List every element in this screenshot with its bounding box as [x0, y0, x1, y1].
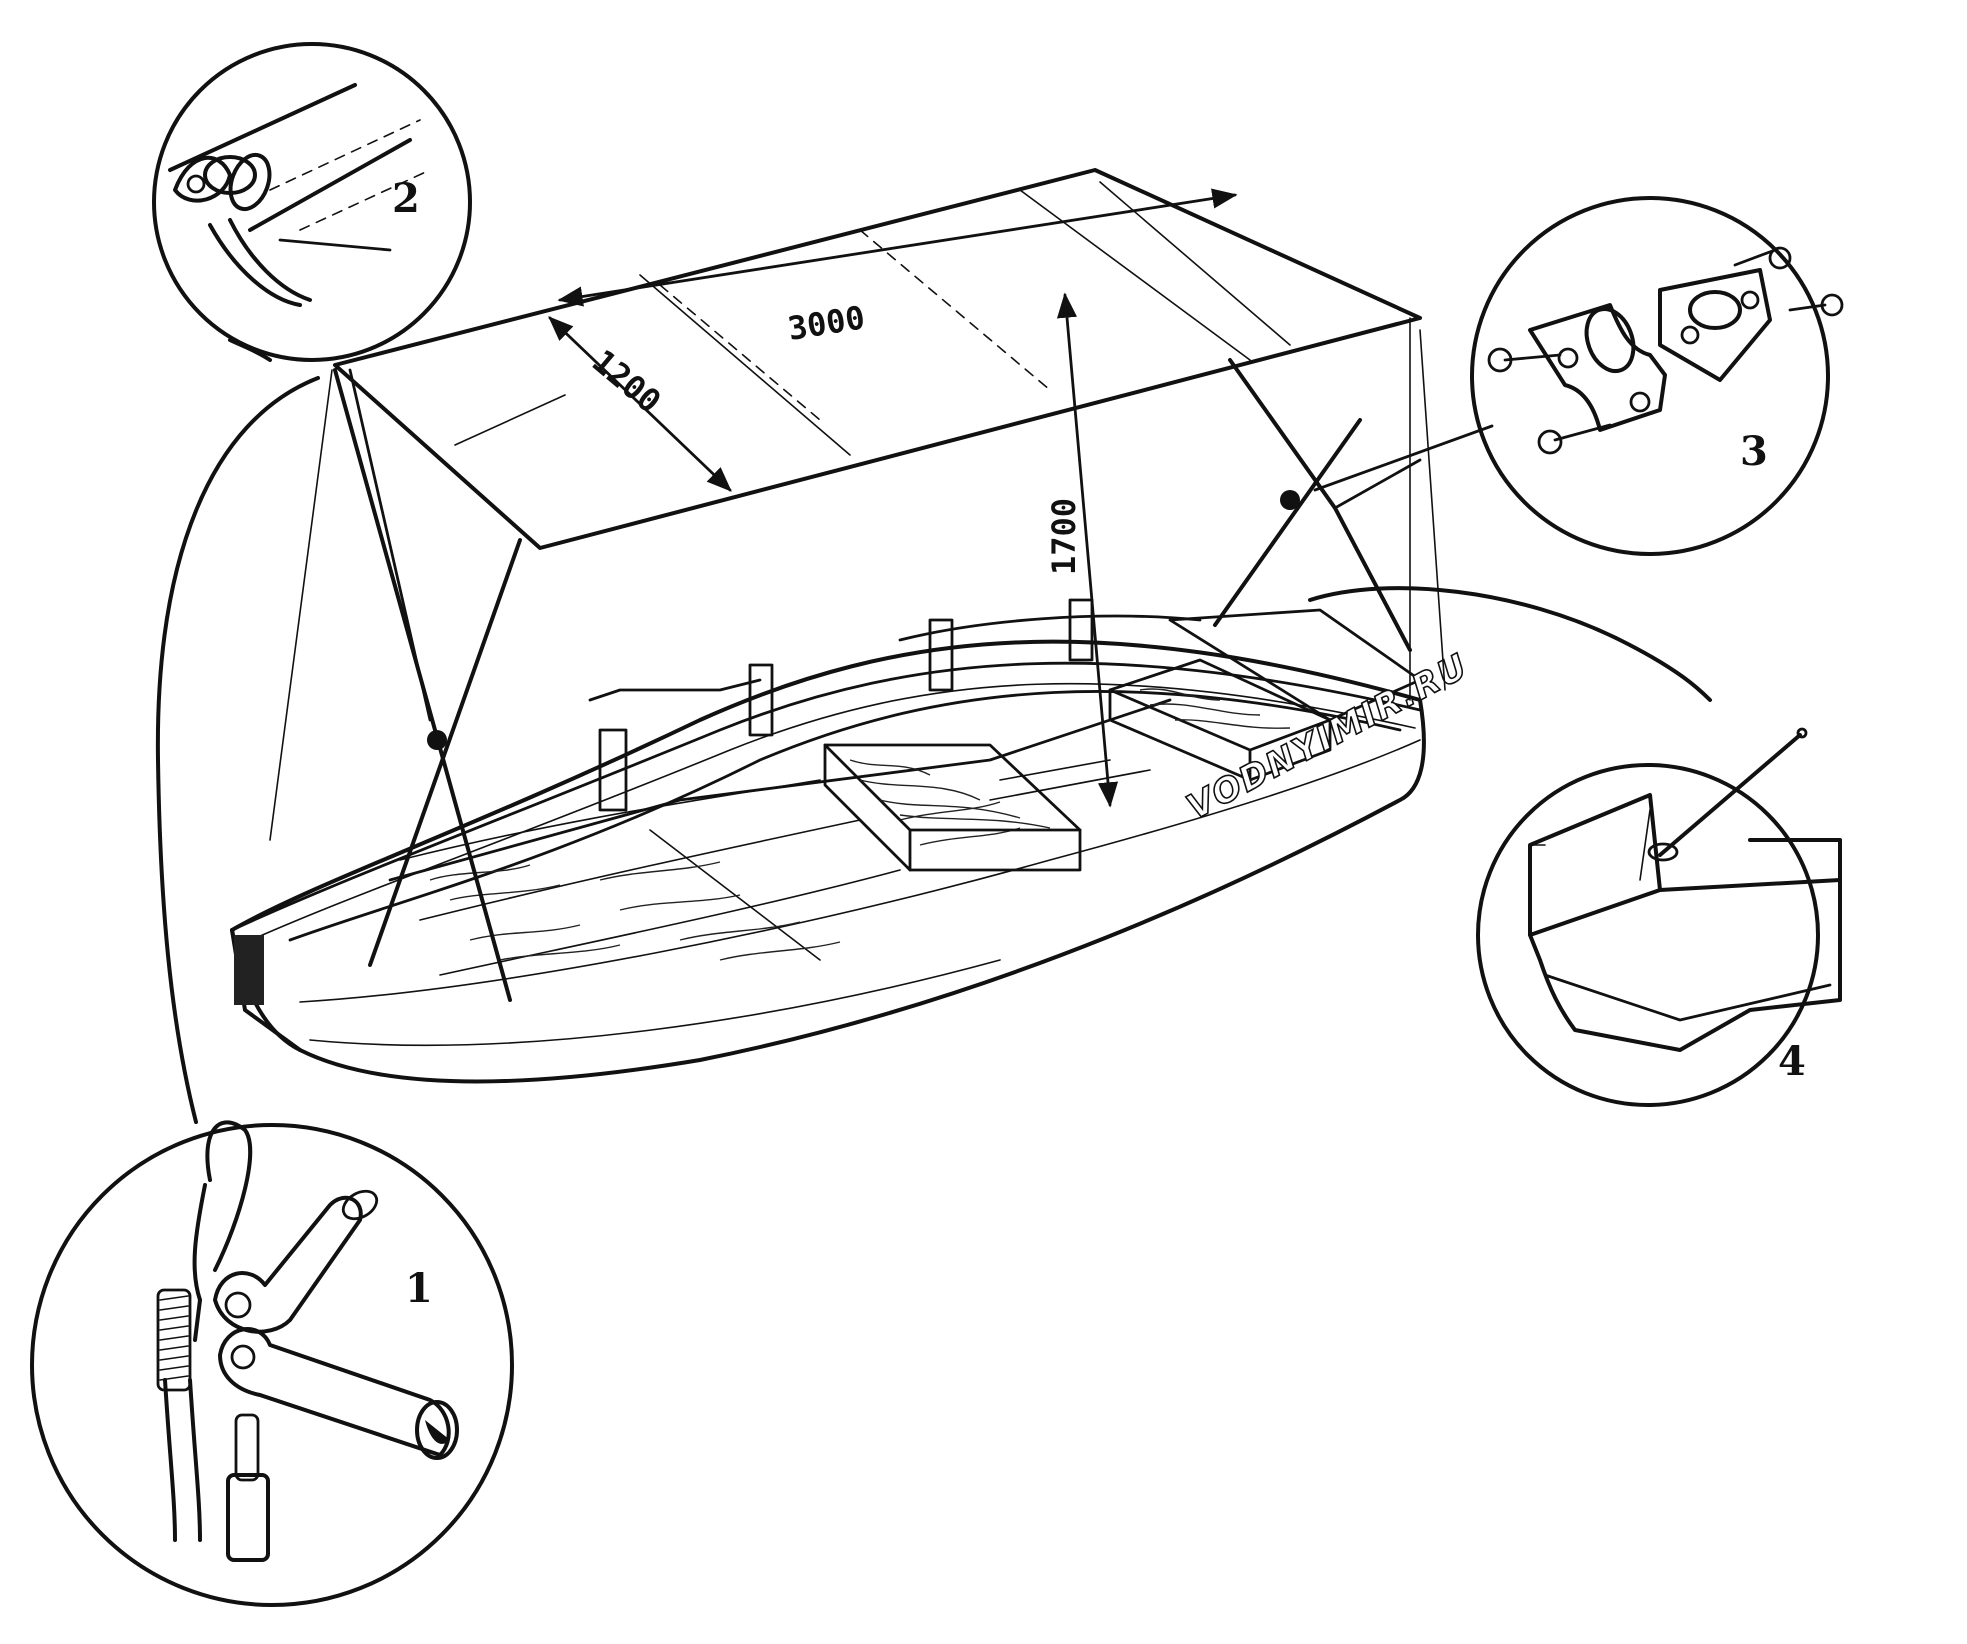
callout-2-number: 2	[392, 175, 420, 222]
callout-4-number: 4	[1778, 1038, 1806, 1085]
dim-height-label: 1700	[1045, 498, 1083, 575]
callout-3-detail: 3	[1470, 196, 1844, 556]
callout-2-detail: 2	[152, 42, 472, 362]
height-dimension	[1056, 292, 1119, 808]
dim-width-label: 1200	[585, 342, 668, 421]
leader-lines	[155, 338, 1712, 1124]
callout-4-detail: 4	[1476, 727, 1842, 1107]
dim-length-label: 3000	[785, 298, 867, 348]
callout-1-number: 1	[405, 1265, 433, 1312]
awning-canopy	[333, 168, 1422, 550]
awning-frame	[269, 317, 1446, 1002]
boat-hull	[230, 639, 1426, 1084]
callout-1-detail: 1	[30, 1120, 514, 1607]
dimension-labels: 3000 1200 1700	[585, 298, 1083, 575]
callout-3-number: 3	[1740, 428, 1768, 475]
